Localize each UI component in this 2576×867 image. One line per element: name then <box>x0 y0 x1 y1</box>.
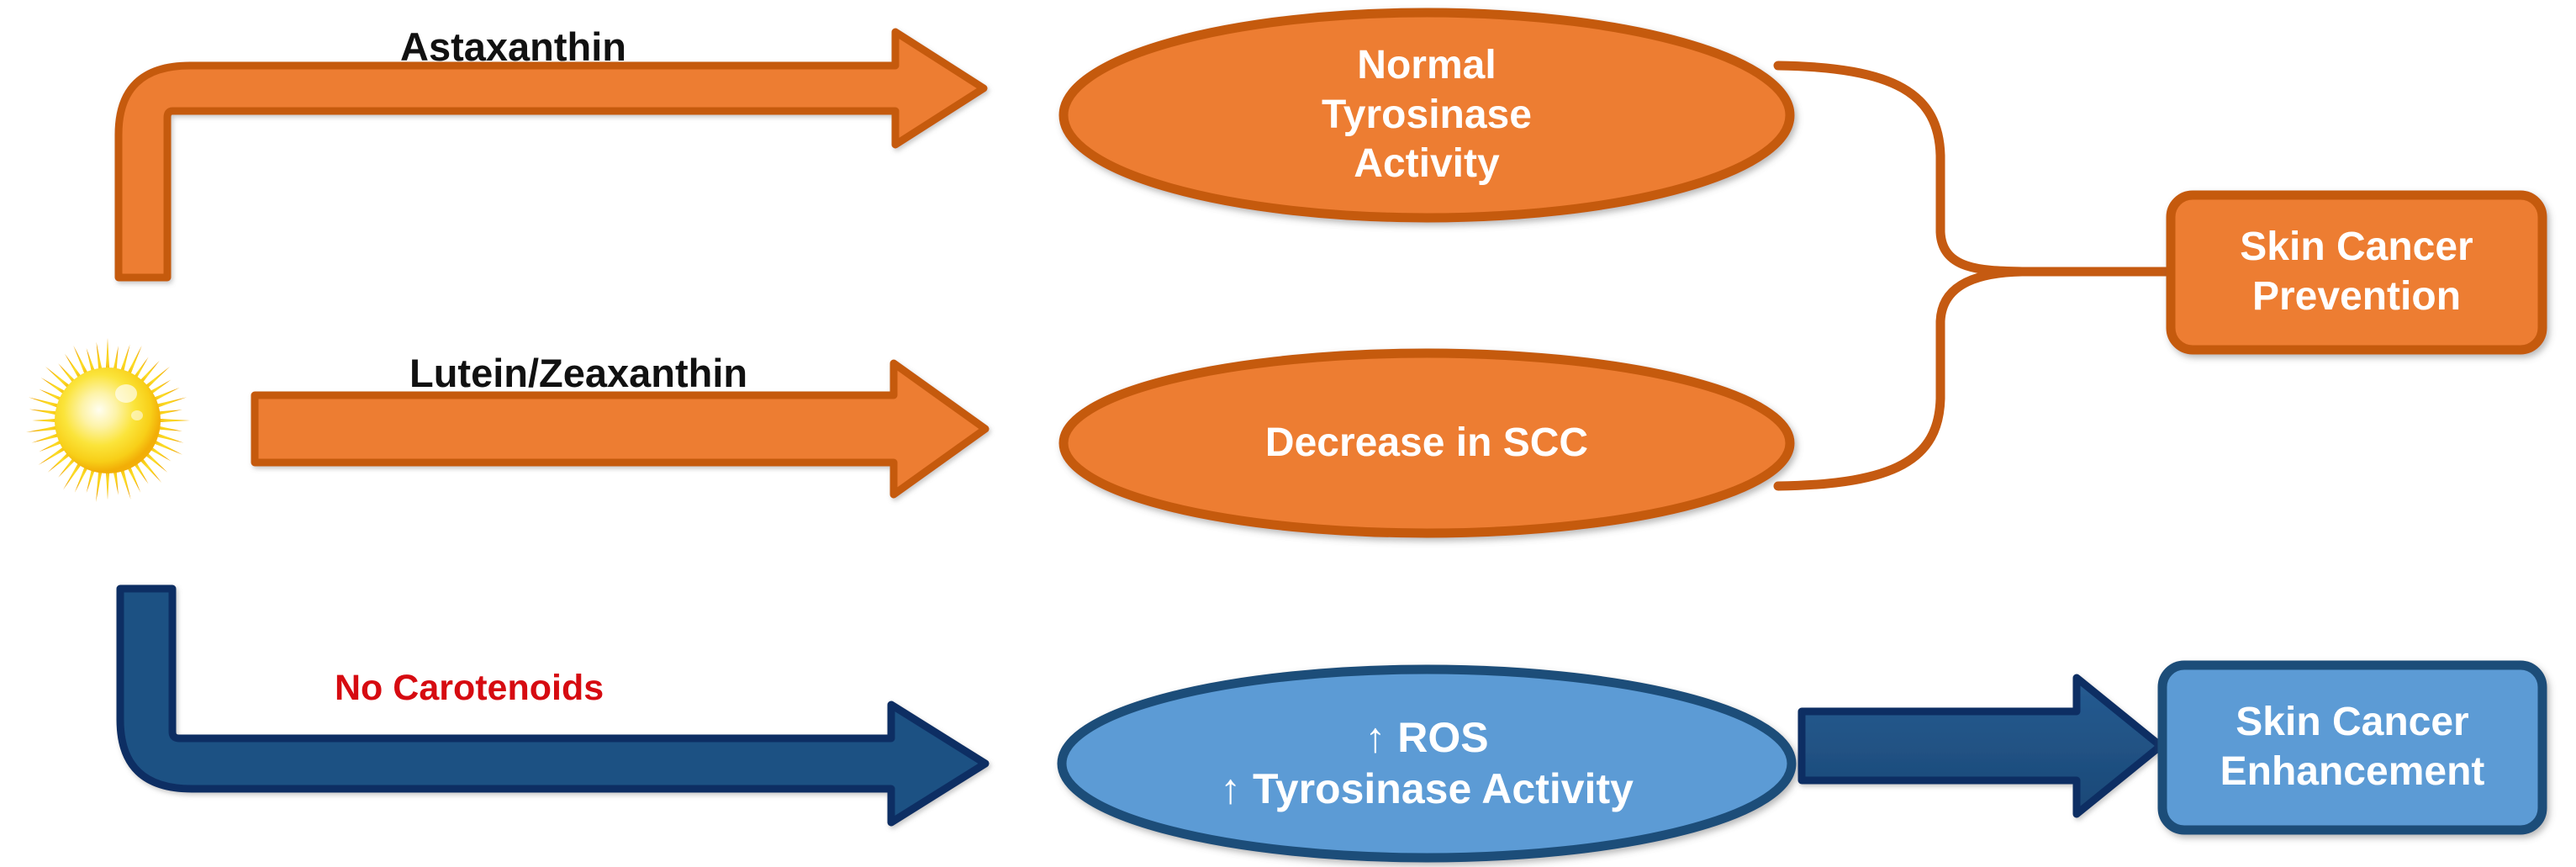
arrow-caption-no-carotenoids: No Carotenoids <box>335 668 604 708</box>
node-increased-ros-tyrosinase[interactable] <box>1057 664 1797 863</box>
enhancement-arrow <box>1797 674 2165 818</box>
arrow-caption-astaxanthin: Astaxanthin <box>400 24 626 69</box>
lutein-zeaxanthin-arrow <box>251 359 990 499</box>
node-skin-cancer-enhancement[interactable] <box>2157 660 2547 835</box>
node-skin-cancer-prevention[interactable] <box>2166 190 2547 355</box>
sun-icon <box>26 338 190 502</box>
astaxanthin-elbow-arrow <box>114 28 988 282</box>
no-carotenoids-elbow-arrow <box>116 584 990 827</box>
node-decrease-in-scc[interactable] <box>1058 348 1795 538</box>
brace-connector <box>1773 61 2172 491</box>
node-normal-tyrosinase-activity[interactable] <box>1058 8 1795 223</box>
arrow-caption-lutein-zeaxanthin: Lutein/Zeaxanthin <box>409 351 748 395</box>
